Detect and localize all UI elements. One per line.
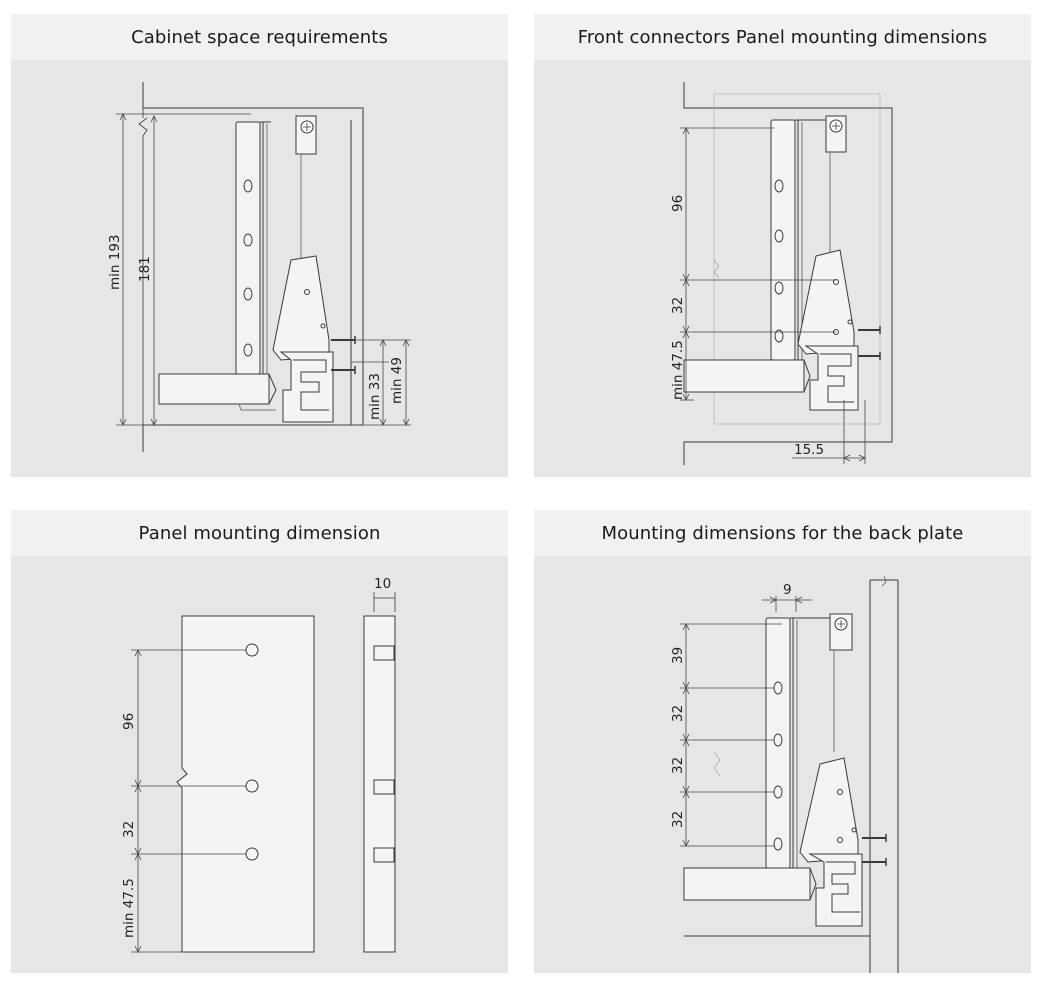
panel-title: Panel mounting dimension <box>138 522 381 544</box>
drawer-side <box>683 115 881 411</box>
panel-title: Front connectors Panel mounting dimensio… <box>577 26 988 48</box>
cabinet-space-drawing: min 193 181 min 33 min 49 <box>107 82 411 452</box>
panel-front-view <box>176 615 315 953</box>
drawer-side <box>158 115 356 423</box>
dim-32-first: 32 <box>670 705 686 722</box>
panel-header: Mounting dimensions for the back plate <box>534 510 1031 556</box>
cabinet-wall <box>138 82 364 452</box>
panel-mounting-drawing: 10 96 32 min 47.5 <box>121 576 396 953</box>
drawing-area: 9 39 32 32 32 <box>534 556 1031 973</box>
dim-min-47-5: min 47.5 <box>670 340 686 400</box>
drawer-side <box>683 613 887 937</box>
panel-header: Cabinet space requirements <box>11 14 508 60</box>
dim-min-49: min 49 <box>389 357 405 404</box>
dim-32-third: 32 <box>670 811 686 828</box>
drawing-area: min 193 181 min 33 min 49 <box>11 60 508 477</box>
dim-min-47-5: min 47.5 <box>121 878 137 938</box>
panel-mounting-dimension: Panel mounting dimension <box>11 510 508 973</box>
dim-min-33: min 33 <box>367 373 383 420</box>
front-panel <box>683 82 893 465</box>
dim-181: 181 <box>137 256 153 282</box>
panel-header: Front connectors Panel mounting dimensio… <box>534 14 1031 60</box>
panel-title: Cabinet space requirements <box>131 26 388 48</box>
panel-header: Panel mounting dimension <box>11 510 508 556</box>
dim-96: 96 <box>670 195 686 212</box>
panel-back-plate: Mounting dimensions for the back plate <box>534 510 1031 973</box>
cabinet-back <box>713 575 899 973</box>
dimension-lines <box>680 127 866 464</box>
dim-10: 10 <box>374 576 391 592</box>
dim-96: 96 <box>121 713 137 730</box>
dim-32-second: 32 <box>670 757 686 774</box>
back-plate-drawing: 9 39 32 32 32 <box>670 575 899 973</box>
panel-cabinet-space: Cabinet space requirements <box>11 14 508 477</box>
dim-32: 32 <box>670 297 686 314</box>
dim-39: 39 <box>670 647 686 664</box>
panel-front-connectors: Front connectors Panel mounting dimensio… <box>534 14 1031 477</box>
drawing-area: 96 32 min 47.5 15.5 <box>534 60 1031 477</box>
drawing-area: 10 96 32 min 47.5 <box>11 556 508 973</box>
dimension-lines <box>680 596 812 847</box>
panel-side-view <box>363 592 396 953</box>
panel-title: Mounting dimensions for the back plate <box>601 522 964 544</box>
dimension-lines <box>131 649 246 953</box>
front-connectors-drawing: 96 32 min 47.5 15.5 <box>670 82 893 465</box>
dim-9: 9 <box>783 582 792 598</box>
dim-15-5: 15.5 <box>794 442 824 458</box>
dim-min-193: min 193 <box>107 234 123 290</box>
dimension-lines <box>116 113 411 426</box>
dim-32: 32 <box>121 821 137 838</box>
